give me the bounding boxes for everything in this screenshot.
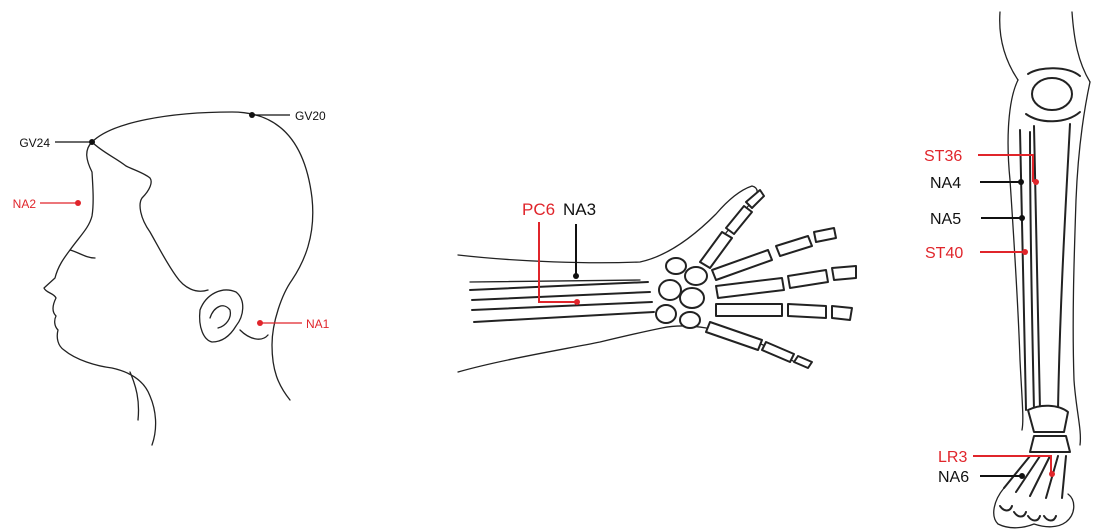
radius-bone	[470, 282, 648, 290]
gv20-label: GV20	[295, 109, 326, 123]
head-figure: GV24 GV20 NA2 NA1	[13, 109, 330, 445]
thigh-outline	[1000, 12, 1090, 82]
gv24-label: GV24	[19, 136, 50, 150]
tibia-medial	[1058, 124, 1070, 410]
eye	[70, 250, 95, 258]
gv24-dot	[89, 139, 95, 145]
pc6-label: PC6	[522, 200, 555, 219]
na2-label: NA2	[13, 197, 37, 211]
ulna-bone	[472, 302, 652, 310]
head-outline	[92, 112, 313, 400]
st36-label: ST36	[924, 148, 962, 165]
carpal-bones	[656, 258, 707, 328]
st36-leader	[978, 155, 1033, 182]
pc6-dot	[574, 299, 580, 305]
st36-dot	[1033, 179, 1039, 185]
ear	[200, 290, 243, 342]
forearm-figure: PC6 NA3	[458, 186, 856, 372]
radius-bone-inner	[472, 292, 650, 300]
femur-condyle	[1028, 68, 1080, 76]
na1-label: NA1	[306, 317, 330, 331]
st40-label: ST40	[925, 245, 963, 262]
arm-skin-line	[470, 280, 640, 282]
na3-dot	[573, 273, 579, 279]
face-profile	[44, 142, 156, 445]
leg-medial-contour	[1073, 82, 1090, 445]
foot-bones	[994, 406, 1074, 528]
na1-dot	[257, 320, 263, 326]
tibia-lateral	[1034, 126, 1040, 410]
na2-dot	[75, 200, 81, 206]
leg-figure: ST36 NA4 NA5 ST40 LR3 NA6	[924, 12, 1090, 528]
st40-dot	[1022, 249, 1028, 255]
finger-bones	[706, 228, 856, 368]
tibia-head	[1026, 112, 1080, 121]
na6-label: NA6	[938, 469, 969, 486]
na6-dot	[1019, 473, 1025, 479]
na5-dot	[1019, 215, 1025, 221]
na4-dot	[1018, 179, 1024, 185]
na4-label: NA4	[930, 175, 961, 192]
ulna-bone-inner	[474, 312, 654, 322]
na5-label: NA5	[930, 211, 961, 228]
patella	[1032, 78, 1072, 110]
lr3-dot	[1049, 471, 1055, 477]
gv20-dot	[249, 112, 255, 118]
na3-label: NA3	[563, 200, 596, 219]
neck-line	[240, 330, 268, 339]
lr3-label: LR3	[938, 449, 967, 466]
hairline	[92, 142, 208, 291]
